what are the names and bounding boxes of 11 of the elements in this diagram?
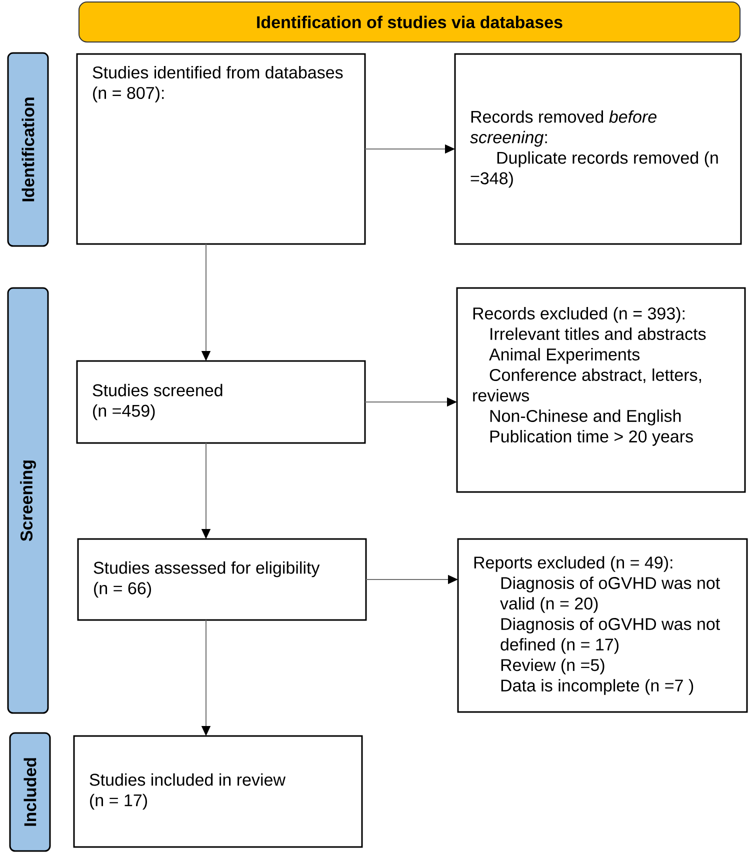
process-box: Records removed before screening: Duplicate records removed (n =348) xyxy=(454,53,742,245)
process-box: Records excluded (n = 393): Irrelevant titles and abstracts Animal Experiments Conference abstract, letters, reviews Non-Chinese and English Publication time > 20 years xyxy=(456,287,746,493)
process-box: Reports excluded (n = 49): Diagnosis of oGVHD was not valid (n = 20) Diagnosis of oGVHD was not defined (n = 17) Review (n =5) Data is incomplete (n =7 ) xyxy=(457,538,748,713)
phase-band: Screening xyxy=(7,287,49,714)
process-box: Studies identified from databases (n = 807): xyxy=(76,53,366,245)
header-band: Identification of studies via databases xyxy=(78,2,740,42)
process-box: Studies assessed for eligibility (n = 66) xyxy=(77,538,367,621)
process-box: Studies screened (n =459) xyxy=(76,360,366,444)
phase-band: Identification xyxy=(7,52,49,247)
process-box: Studies included in review (n = 17) xyxy=(73,735,363,848)
phase-band: Included xyxy=(9,732,51,852)
